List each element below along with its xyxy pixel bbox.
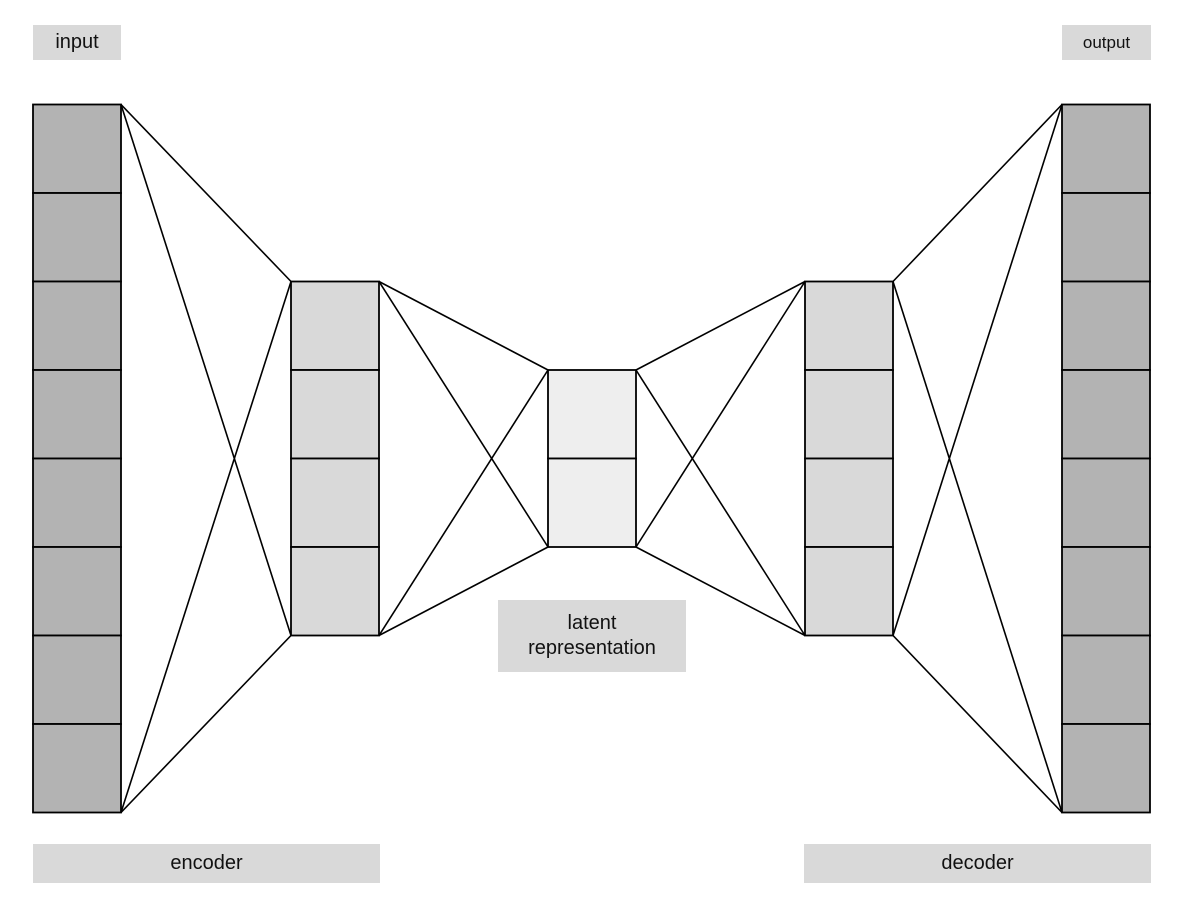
latent-layer-unit-1 [547,369,637,460]
encoder-hidden-layer-unit-2 [290,369,380,460]
connection-line-latent-layer-to-decoder-hidden-layer-3 [635,281,806,548]
output-layer [1061,103,1151,814]
output-layer-unit-2 [1061,192,1151,283]
connection-line-latent-layer-to-decoder-hidden-layer-2 [635,369,806,636]
input-layer-unit-8 [32,723,122,814]
connection-line-input-layer-to-encoder-hidden-layer-4 [120,634,292,814]
connection-line-encoder-hidden-layer-to-latent-layer-1 [378,280,549,371]
input-layer-unit-4 [32,369,122,460]
decoder-hidden-layer-unit-2 [804,369,894,460]
output-layer-unit-3 [1061,280,1151,371]
decoder-hidden-layer-unit-4 [804,546,894,637]
output-layer-unit-1 [1061,103,1151,194]
encoder-label: encoder [33,844,380,883]
encoder-hidden-layer-unit-3 [290,457,380,548]
decoder-hidden-layer-unit-1 [804,280,894,371]
decoder-hidden-layer-unit-3 [804,457,894,548]
connection-line-input-layer-to-encoder-hidden-layer-2 [120,104,292,636]
output-layer-unit-7 [1061,634,1151,725]
input-layer-unit-1 [32,103,122,194]
input-label: input [33,25,121,60]
output-label: output [1062,25,1151,60]
connection-line-decoder-hidden-layer-to-output-layer-2 [892,281,1063,813]
output-layer-unit-5 [1061,457,1151,548]
latent-representation-label: latent representation [498,600,686,672]
latent-layer-unit-2 [547,457,637,548]
decoder-label: decoder [804,844,1151,883]
connection-line-input-layer-to-encoder-hidden-layer-1 [120,103,292,283]
connection-line-input-layer-to-encoder-hidden-layer-3 [120,281,292,813]
encoder-hidden-layer [290,280,380,637]
input-layer-unit-2 [32,192,122,283]
input-layer-unit-5 [32,457,122,548]
input-layer-unit-7 [32,634,122,725]
output-layer-unit-4 [1061,369,1151,460]
connection-line-encoder-hidden-layer-to-latent-layer-3 [378,369,549,636]
encoder-hidden-layer-unit-4 [290,546,380,637]
connection-line-latent-layer-to-decoder-hidden-layer-4 [635,546,806,637]
connection-line-decoder-hidden-layer-to-output-layer-4 [892,634,1063,814]
connection-line-decoder-hidden-layer-to-output-layer-1 [892,103,1063,283]
decoder-hidden-layer [804,280,894,637]
connection-line-decoder-hidden-layer-to-output-layer-3 [892,104,1063,636]
output-layer-unit-8 [1061,723,1151,814]
input-layer-unit-3 [32,280,122,371]
input-layer [32,103,122,814]
output-layer-unit-6 [1061,546,1151,637]
connection-line-encoder-hidden-layer-to-latent-layer-2 [378,281,549,548]
connection-line-encoder-hidden-layer-to-latent-layer-4 [378,546,549,637]
input-layer-unit-6 [32,546,122,637]
latent-layer [547,369,637,548]
connection-line-latent-layer-to-decoder-hidden-layer-1 [635,280,806,371]
encoder-hidden-layer-unit-1 [290,280,380,371]
